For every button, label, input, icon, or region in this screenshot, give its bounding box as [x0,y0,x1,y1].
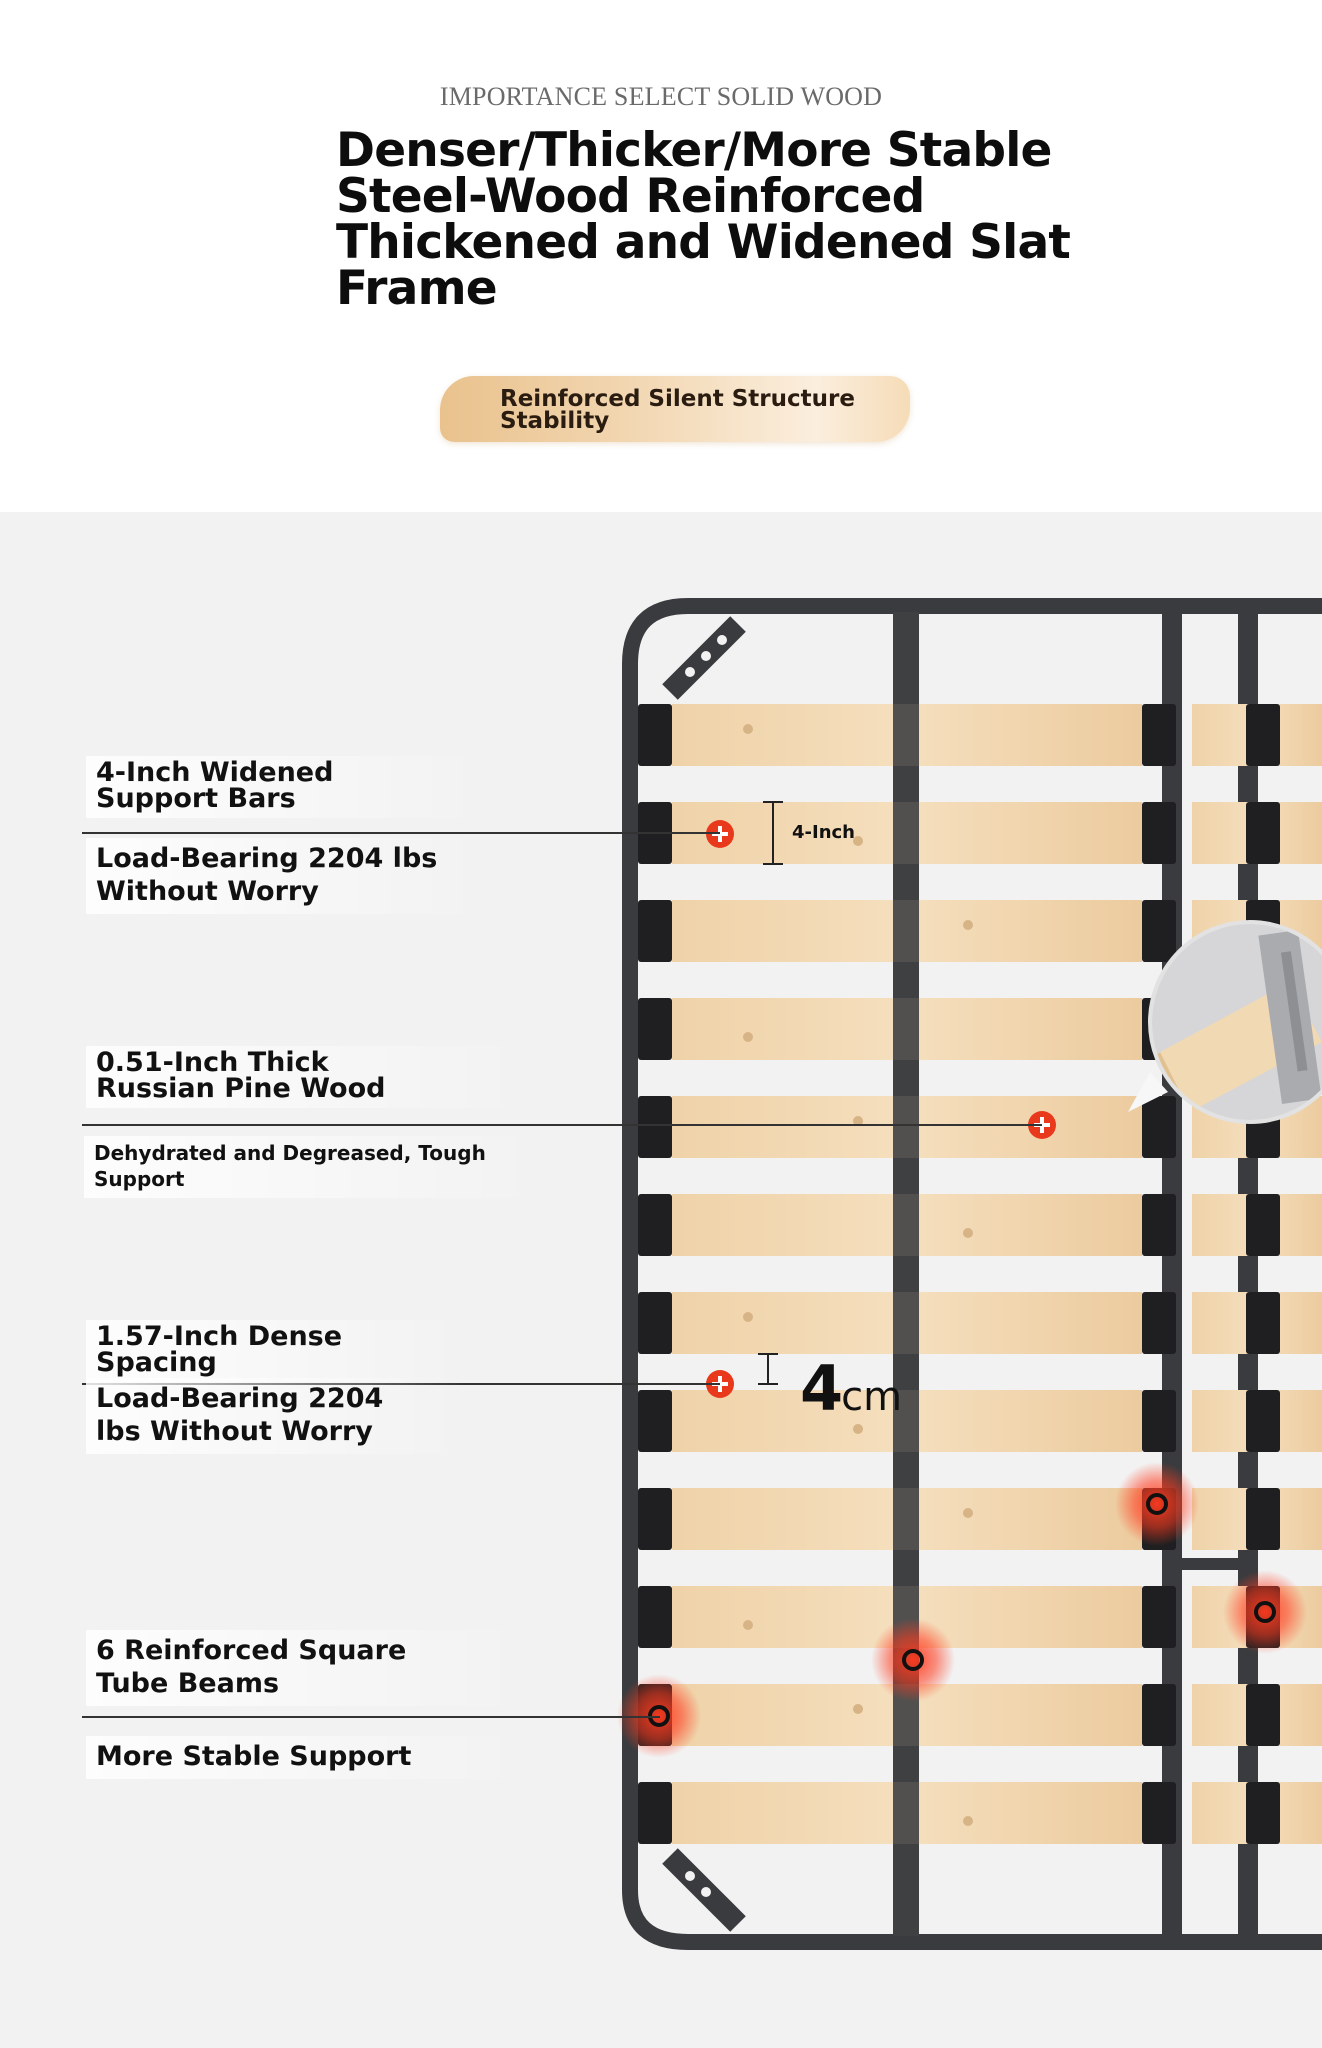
slat-holder [1246,1684,1280,1746]
feature-badge: Reinforced Silent Structure Stability [440,376,910,442]
feature-detail-line: Without Worry [96,876,319,907]
feature-title-line: 0.51-Inch Thick [96,1047,329,1078]
wood-knot [853,1704,863,1714]
slat-holder [1246,1782,1280,1844]
caliper-magnifier-icon [1128,920,1322,1124]
feature-title: 4-Inch Widened Support Bars [86,756,486,818]
spacing-number: 4 [800,1352,843,1425]
slat-holder [1246,704,1280,766]
slat-holder [638,1586,672,1648]
wood-knot [853,836,863,846]
slat-holder [1142,1194,1176,1256]
slat-holder [1142,1292,1176,1354]
headline-line: Steel-Wood Reinforced [336,169,925,224]
feature-badge-text: Reinforced Silent Structure Stability [500,386,900,434]
feature-title: 0.51-Inch Thick Russian Pine Wood [86,1046,526,1108]
wood-knot [743,1312,753,1322]
wood-knot [743,1032,753,1042]
spacing-unit: cm [841,1374,903,1420]
feature-title-line: Russian Pine Wood [96,1073,386,1104]
slat-holder [638,900,672,962]
slat-holder [638,998,672,1060]
slat-holder [1142,704,1176,766]
feature-detail: Dehydrated and Degreased, Tough Support [84,1136,544,1198]
slat-holder [638,1390,672,1452]
leader-line [82,832,720,834]
feature-detail-line: Dehydrated and Degreased, Tough [94,1141,486,1165]
headline-line: Denser/Thicker/More Stable [336,123,1052,178]
slat-holder [1142,1782,1176,1844]
beam-ring-marker-icon [1115,1462,1199,1546]
slat-width-dimension [763,801,783,865]
slat-width-label: 4-Inch [792,822,855,843]
slat-holder [1246,1292,1280,1354]
feature-detail-line: Load-Bearing 2204 lbs [96,843,438,874]
beam-ring-marker-icon [1223,1570,1307,1654]
headline: Denser/Thicker/More Stable Steel-Wood Re… [336,123,1096,316]
feature-title-line: 6 Reinforced Square [96,1635,407,1666]
beam-ring-marker-icon [871,1618,955,1702]
slat-holder [638,1782,672,1844]
slat-holder [1246,802,1280,864]
slat-holder [1246,1194,1280,1256]
slat-holder [638,1292,672,1354]
slat-holder [1142,900,1176,962]
slat-holder [638,1096,672,1158]
feature-title: 6 Reinforced Square Tube Beams [86,1630,526,1706]
slat-holder [1142,1586,1176,1648]
wood-knot [963,920,973,930]
leader-line [82,1124,1042,1126]
wood-knot [963,1508,973,1518]
slat-holder [638,1194,672,1256]
slat-holder [1142,802,1176,864]
bed-frame-illustration [617,598,1322,1950]
plus-marker-icon [1028,1111,1056,1139]
feature-title-line: 4-Inch Widened [96,757,334,788]
feature-badge-line: Reinforced Silent Structure [500,386,855,412]
wood-knot [743,724,753,734]
wood-knot [853,1424,863,1434]
slat-holder [638,704,672,766]
eyebrow-text: IMPORTANCE SELECT SOLID WOOD [439,82,883,111]
slat-holder [1246,1390,1280,1452]
slat-holder [1142,1684,1176,1746]
plus-marker-icon [706,820,734,848]
feature-detail: More Stable Support [86,1736,526,1779]
feature-detail-line: More Stable Support [96,1741,412,1772]
feature-title: 1.57-Inch Dense Spacing [86,1320,466,1382]
feature-detail-line: lbs Without Worry [96,1416,373,1447]
feature-title-line: Tube Beams [96,1668,280,1699]
slat-holder [1246,1488,1280,1550]
headline-line: Frame [336,261,498,316]
feature-title-line: Support Bars [96,783,296,814]
wood-knot [853,1116,863,1126]
wood-knot [743,1620,753,1630]
feature-detail: Load-Bearing 2204 lbs Without Worry [86,838,486,914]
wood-slats [638,612,1322,1936]
spacing-dimension [758,1353,778,1385]
slat-holder [1142,1096,1176,1158]
feature-title-line: 1.57-Inch Dense [96,1321,343,1352]
header-section: IMPORTANCE SELECT SOLID WOOD Denser/Thic… [0,0,1322,512]
feature-detail: Load-Bearing 2204 lbs Without Worry [86,1378,466,1454]
steel-outer-rail [622,598,1322,1950]
steel-center-beam-overlay [893,612,919,1936]
spacing-label: 4cm [800,1352,902,1425]
leader-line [82,1716,660,1718]
feature-detail-line: Support [94,1167,185,1191]
wood-knot [963,1816,973,1826]
plus-marker-icon [706,1370,734,1398]
feature-detail-line: Load-Bearing 2204 [96,1383,384,1414]
slat-holder [638,1488,672,1550]
headline-line: Thickened and Widened Slat [336,215,1071,270]
wood-knot [963,1228,973,1238]
slat-holder [1142,1390,1176,1452]
feature-badge-line: Stability [500,408,610,434]
feature-title-line: Spacing [96,1347,217,1378]
